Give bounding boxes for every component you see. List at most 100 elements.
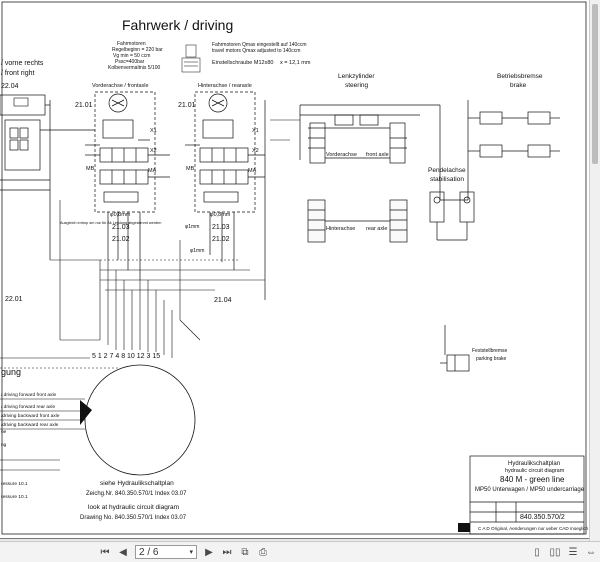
spec-line: Vg min = 50 ccm bbox=[113, 53, 150, 59]
rotary-connector: 5 1 2 7 4 8 10 12 3 15 bbox=[80, 353, 196, 476]
front-axle-valve-block bbox=[85, 91, 170, 280]
rear-axle-label-en: rear axle bbox=[366, 226, 387, 232]
scrollbar-thumb[interactable] bbox=[592, 4, 598, 164]
screw-note: Einstellschraube M12x80 bbox=[212, 60, 273, 66]
hydraulic-lines bbox=[50, 119, 300, 358]
spec-line: Pssc=400bar bbox=[115, 59, 145, 65]
brake-en: brake bbox=[510, 82, 527, 89]
orifice-1mm-b: φ1mm bbox=[190, 248, 204, 254]
hydraulic-schematic: Fahrwerk / driving / vorne rechts / fron… bbox=[0, 1, 589, 535]
port-ma-rear: MA bbox=[248, 168, 257, 174]
first-page-icon[interactable]: ⏮ bbox=[100, 546, 110, 558]
front-axle-label-de: Vorderachse bbox=[326, 152, 357, 158]
legend-line: / driving forward front axle bbox=[1, 392, 57, 398]
see-plan-en-number: Drawing No. 840.350.570/1 Index 03.07 bbox=[80, 515, 187, 521]
title-block bbox=[469, 455, 585, 535]
rear-axle-label-de: Hinterachse bbox=[326, 226, 355, 232]
vertical-scrollbar[interactable] bbox=[589, 0, 600, 541]
pendulum-de: Pendelachse bbox=[428, 167, 466, 174]
orifice-front: φ0,8mm bbox=[110, 212, 131, 218]
title-block-model: 840 M - green line bbox=[500, 475, 565, 484]
spec-line: Fahrmotoren bbox=[117, 41, 146, 47]
pdf-viewer-toolbar: ⏮ ◀ 2 / 6 ▾ ▶ ⏭ ⧉ ⎙ ▯ ▯▯ ☰ ⇔ bbox=[0, 541, 600, 562]
chevron-down-icon: ▾ bbox=[189, 549, 193, 556]
legend-line: ng bbox=[1, 443, 7, 448]
legend-line: ne bbox=[1, 430, 7, 435]
rear-axle-valve-block bbox=[185, 91, 266, 300]
page-number-value: 2 / 6 bbox=[139, 546, 159, 558]
previous-page-icon[interactable]: ◀ bbox=[119, 546, 127, 558]
parking-brake-symbol bbox=[440, 325, 470, 372]
title-block-cad: C A D Original, Aenderungen nur ueber CA… bbox=[478, 526, 589, 531]
spec-line: travel motors Qmax adjusted to 140ccm bbox=[212, 48, 300, 54]
adjust-note: Ausgleich entrop sm nur für Ak Leistung … bbox=[60, 221, 161, 225]
pendulum-cylinders bbox=[429, 191, 475, 241]
motor-spec-right: Fahrmotoren Qmax eingestellt auf 140ccm … bbox=[212, 42, 307, 54]
legend-line: ressure 10.1 bbox=[1, 481, 28, 487]
ref-21-02-rear: 21.02 bbox=[212, 236, 230, 243]
title-block-line2: hydraulic circuit diagram bbox=[505, 468, 565, 474]
page-number-select[interactable]: 2 / 6 ▾ bbox=[135, 545, 197, 559]
ref-21-03-front: 21.03 bbox=[112, 224, 130, 231]
rear-axle-heading: Hinterachse / rearaxle bbox=[198, 83, 252, 89]
ref-22-04: 22.04 bbox=[1, 83, 19, 90]
ref-21-03-rear: 21.03 bbox=[212, 224, 230, 231]
spec-line: Kolbenvermaltnis 5/100 bbox=[108, 65, 160, 71]
legend-line: ressure 10.1 bbox=[1, 494, 28, 500]
ref-21-01-front: 21.01 bbox=[75, 102, 93, 109]
label-gung: gung bbox=[1, 367, 21, 377]
see-plan-en: look at hydraulic circuit diagram bbox=[88, 504, 179, 511]
continuous-view-icon[interactable]: ☰ bbox=[568, 546, 578, 558]
title-block-line4: MP50 Unterwagen / MP50 undercarriage bbox=[475, 487, 585, 493]
front-axle-label-en: front axle bbox=[366, 152, 389, 158]
label-front-right-en: / front right bbox=[1, 70, 35, 77]
spec-line: Regelbeginn = 220 bar bbox=[112, 47, 163, 53]
legend-line: /driving backward front axle bbox=[1, 413, 60, 419]
single-page-view-icon[interactable]: ▯ bbox=[534, 546, 540, 558]
rear-wheels bbox=[307, 127, 408, 243]
ref-22-01: 22.01 bbox=[5, 296, 23, 303]
screw-value: x = 12,1 mm bbox=[280, 60, 311, 66]
two-page-view-icon[interactable]: ▯▯ bbox=[549, 546, 561, 558]
spec-line: Fahrmotoren Qmax eingestellt auf 140ccm bbox=[212, 42, 307, 48]
port-x1-rear: X1 bbox=[252, 128, 259, 134]
port-x2-front: X2 bbox=[150, 148, 157, 154]
legend-lines bbox=[0, 398, 85, 471]
brake-de: Betriebsbremse bbox=[497, 73, 543, 80]
port-mb-rear: MB bbox=[186, 166, 195, 172]
brake-cylinders bbox=[440, 100, 560, 201]
drawing-title: Fahrwerk / driving bbox=[122, 17, 233, 33]
legend-line: /driving backward rear axle bbox=[1, 422, 59, 428]
steering-cylinders bbox=[299, 104, 441, 200]
ref-21-04: 21.04 bbox=[214, 297, 232, 304]
next-page-icon[interactable]: ▶ bbox=[205, 546, 213, 558]
port-mb-front: MB bbox=[86, 166, 95, 172]
last-page-icon[interactable]: ⏭ bbox=[222, 546, 232, 558]
copy-icon[interactable]: ⧉ bbox=[241, 546, 249, 558]
steering-en: steering bbox=[345, 82, 369, 89]
label-front-right-de: / vorne rechts bbox=[1, 60, 44, 67]
fit-width-icon[interactable]: ⇔ bbox=[586, 546, 596, 558]
ref-21-01-rear: 21.01 bbox=[178, 102, 196, 109]
motor-spec-left: Fahrmotoren Regelbeginn = 220 bar Vg min… bbox=[108, 41, 163, 71]
pendulum-en: stabilisation bbox=[430, 176, 464, 183]
parking-brake-en: parking brake bbox=[476, 356, 507, 362]
document-viewport: Fahrwerk / driving / vorne rechts / fron… bbox=[0, 0, 600, 541]
orifice-1mm-a: φ1mm bbox=[185, 224, 199, 230]
see-plan-de-number: Zeichg.Nr. 840.350.570/1 Index 03.07 bbox=[86, 491, 187, 497]
parking-brake-de: Feststellbremse bbox=[472, 348, 508, 354]
port-x2-rear: X2 bbox=[252, 148, 259, 154]
print-icon[interactable]: ⎙ bbox=[259, 546, 267, 558]
connector-legend: / driving forward front axle / driving f… bbox=[1, 392, 60, 500]
pdf-page: Fahrwerk / driving / vorne rechts / fron… bbox=[0, 0, 591, 539]
adjust-screw-icon bbox=[181, 44, 201, 73]
steering-de: Lenkzylinder bbox=[338, 73, 375, 80]
see-plan-de: siehe Hydraulikschaltplan bbox=[100, 480, 174, 487]
ref-21-02-front: 21.02 bbox=[112, 236, 130, 243]
port-ma-front: MA bbox=[148, 168, 157, 174]
front-axle-heading: Vorderachse / frontaxle bbox=[92, 83, 149, 89]
title-block-code: 840.350.570/2 bbox=[520, 514, 565, 521]
orifice-rear: φ0,8mm bbox=[210, 212, 231, 218]
legend-line: / driving forward rear axle bbox=[1, 404, 55, 410]
left-partial-valve bbox=[0, 94, 95, 260]
